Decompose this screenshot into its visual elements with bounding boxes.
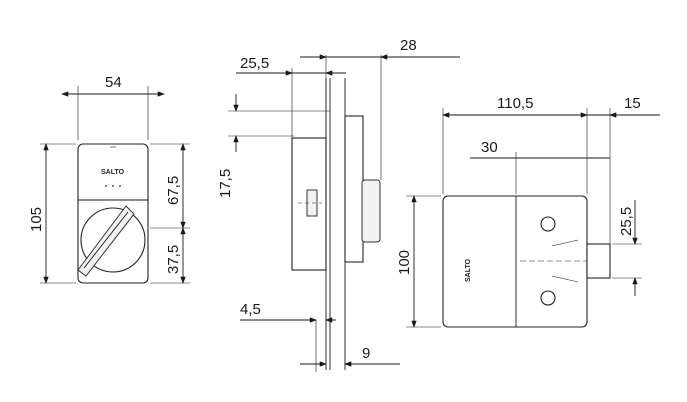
front-height-label: 105 xyxy=(28,207,45,232)
back-screw-bottom xyxy=(540,290,556,306)
front-logo: SALTO xyxy=(101,169,125,176)
front-upper-label: 67,5 xyxy=(165,176,182,205)
back-inner-label: 30 xyxy=(481,139,498,156)
back-bolt xyxy=(586,243,611,279)
back-height-label: 100 xyxy=(396,250,413,275)
back-screw-top xyxy=(540,216,556,232)
side-view: 28 25,5 17,5 4,5 9 xyxy=(217,37,460,372)
side-depth-label: 28 xyxy=(400,37,417,54)
back-logo: SALTO xyxy=(465,258,472,282)
front-width-label: 54 xyxy=(105,74,122,91)
front-view: 54 105 67,5 37,5 SALTO xyxy=(28,74,190,284)
side-knob xyxy=(361,179,381,243)
back-bolt-label: 25,5 xyxy=(618,207,635,236)
side-offset-label: 25,5 xyxy=(240,55,269,72)
back-width-label: 110,5 xyxy=(497,95,533,112)
front-lower-label: 37,5 xyxy=(165,245,182,274)
side-rise-label: 17,5 xyxy=(217,169,234,198)
side-plate-label: 9 xyxy=(362,345,370,362)
back-tail-label: 15 xyxy=(624,95,641,112)
back-view: 110,5 15 30 100 25,5 SALTO xyxy=(396,95,660,328)
side-lock-case xyxy=(344,115,364,263)
side-base-label: 4,5 xyxy=(240,301,261,318)
